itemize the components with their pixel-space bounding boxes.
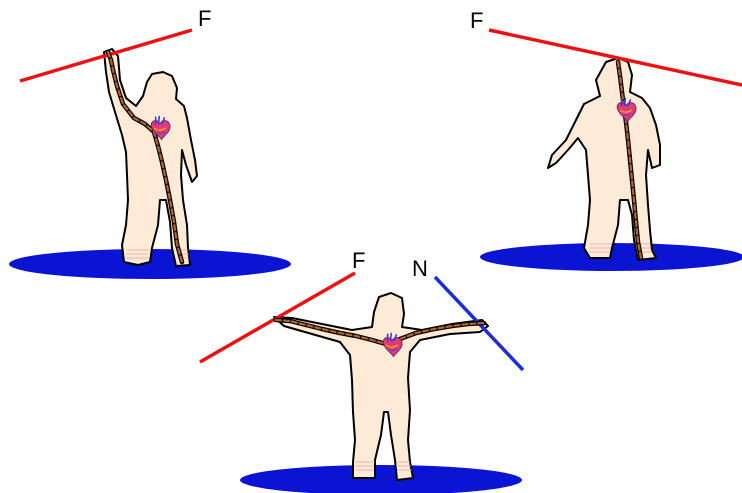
scene-3-phase-to-neutral: F N	[200, 248, 523, 493]
scene-2-head-phase: F	[470, 8, 742, 271]
neutral-wire-label-3: N	[412, 256, 428, 281]
person-3-silhouette	[274, 293, 488, 480]
phase-wire-3	[200, 273, 355, 362]
phase-wire-label-3: F	[352, 248, 365, 273]
scene-1-one-hand-phase: F	[9, 6, 291, 279]
ground-plate-3	[240, 465, 522, 493]
phase-wire-label-1: F	[198, 6, 211, 31]
person-2-silhouette	[548, 58, 660, 260]
phase-wire-label-2: F	[470, 8, 483, 33]
